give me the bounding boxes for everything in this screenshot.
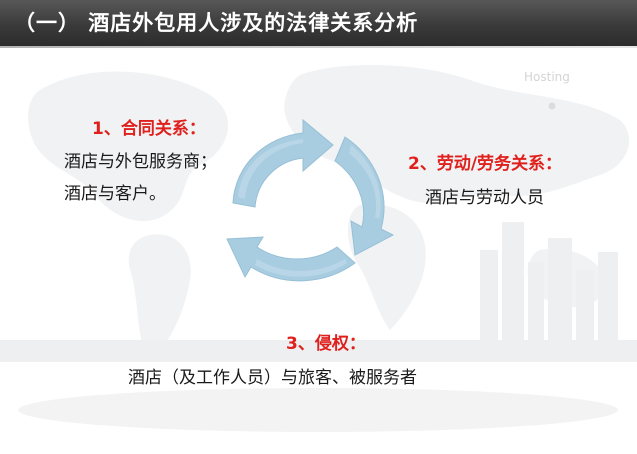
labor-relation-heading: 2、劳动/劳务关系： <box>408 154 563 174</box>
tort-relation-line-1: 酒店（及工作人员）与旅客、被服务者 <box>128 368 417 388</box>
labor-relation-line-1: 酒店与劳动人员 <box>425 188 544 208</box>
contract-relation-heading: 1、合同关系： <box>92 119 206 139</box>
contract-relation-line-2: 酒店与客户。 <box>64 184 166 204</box>
title-underline <box>0 46 637 48</box>
title-bar: （一） 酒店外包用人涉及的法律关系分析 <box>0 0 637 46</box>
tort-relation-heading: 3、侵权： <box>286 334 366 354</box>
circular-arrows-cycle-icon <box>226 118 395 282</box>
contract-relation-line-1: 酒店与外包服务商； <box>64 152 217 172</box>
page-title: （一） 酒店外包用人涉及的法律关系分析 <box>14 11 419 35</box>
background-word-hosting: Hosting <box>524 70 570 84</box>
